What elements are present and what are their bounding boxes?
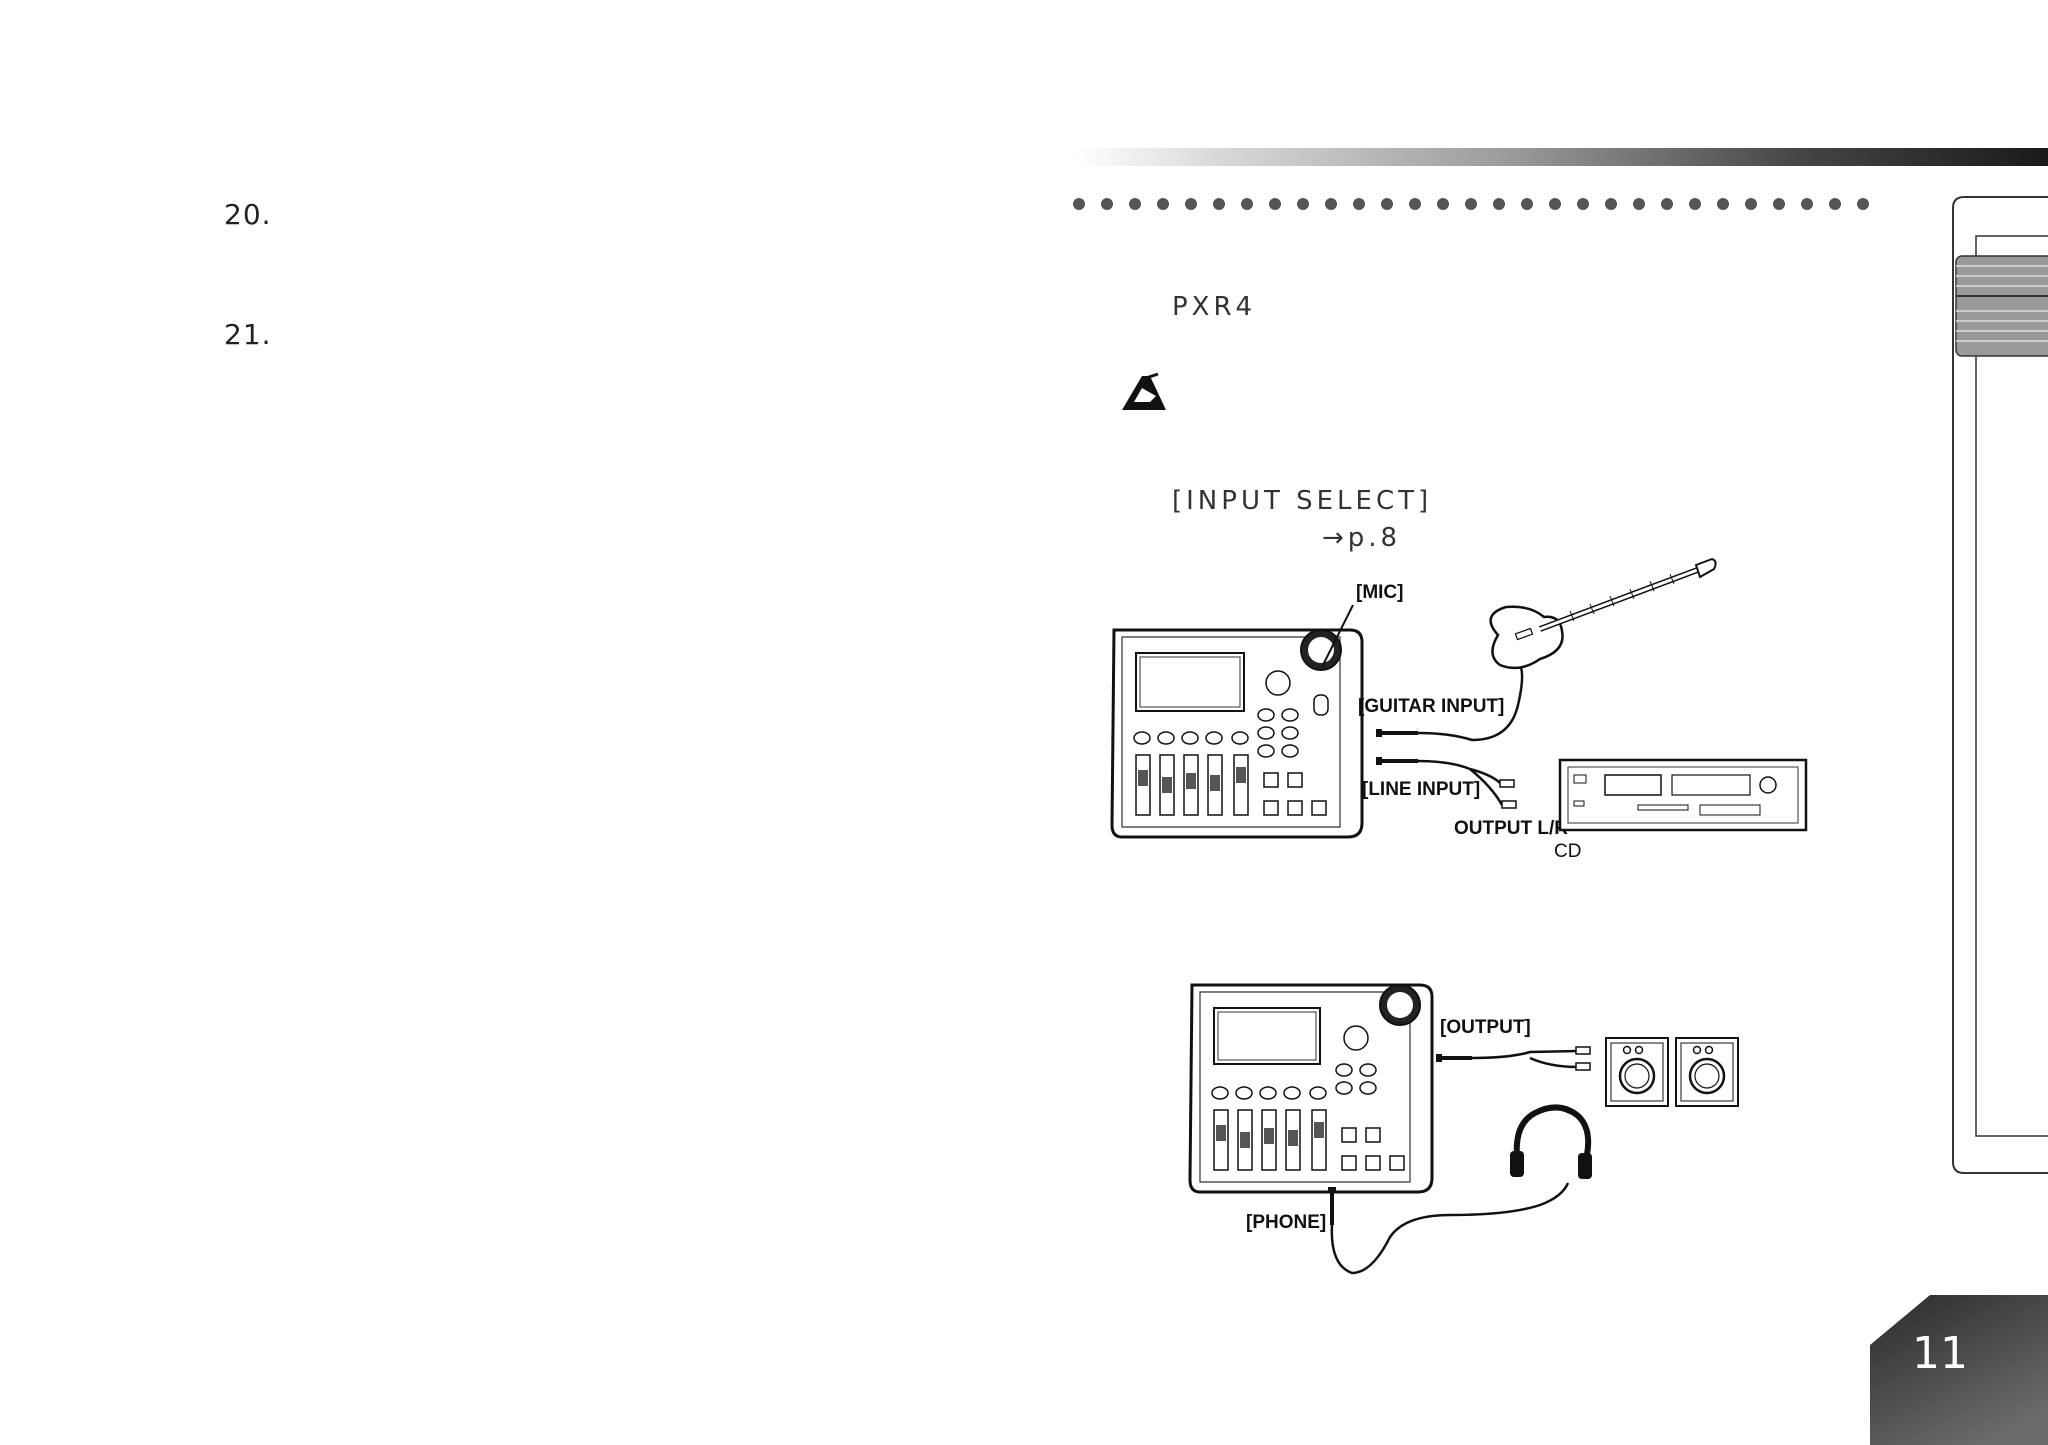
output-lr-label: OUTPUT L/R xyxy=(1454,818,1568,839)
input-connection-diagram: [MIC] [GUITAR INPUT] [LINE INPUT] OUTPUT… xyxy=(1110,557,1808,862)
speaker-left-icon xyxy=(1605,1037,1669,1107)
dotted-rule xyxy=(1073,198,1869,210)
line-input-label: [LINE INPUT] xyxy=(1362,779,1480,800)
header-gradient-bar xyxy=(1075,148,2048,166)
section-tab-frame xyxy=(1952,196,2048,1174)
caution-icon xyxy=(1122,372,1166,410)
input-select-label: [INPUT SELECT] xyxy=(1172,486,1433,516)
cd-label: CD xyxy=(1554,841,1581,862)
device-name: PXR4 xyxy=(1172,292,1257,322)
item-number-20: 20. xyxy=(224,198,272,231)
output-label: [OUTPUT] xyxy=(1440,1017,1531,1038)
electric-guitar-illustration xyxy=(1489,557,1717,670)
cd-player-illustration xyxy=(1558,758,1808,832)
phone-label: [PHONE] xyxy=(1246,1212,1326,1233)
pxr4-recorder-illustration xyxy=(1110,628,1364,839)
headphones-icon xyxy=(1510,1104,1592,1179)
pxr4-recorder-illustration-2 xyxy=(1188,983,1434,1194)
page-reference: →p.8 xyxy=(1322,523,1402,553)
item-number-21: 21. xyxy=(224,318,272,351)
mic-label: [MIC] xyxy=(1356,582,1403,603)
guitar-input-label: [GUITAR INPUT] xyxy=(1358,696,1504,717)
page-corner-tab xyxy=(1870,1295,2048,1445)
page-number: 11 xyxy=(1912,1328,1968,1379)
speaker-right-icon xyxy=(1675,1037,1739,1107)
output-connection-diagram: [OUTPUT] [PHONE] xyxy=(1188,983,1739,1275)
